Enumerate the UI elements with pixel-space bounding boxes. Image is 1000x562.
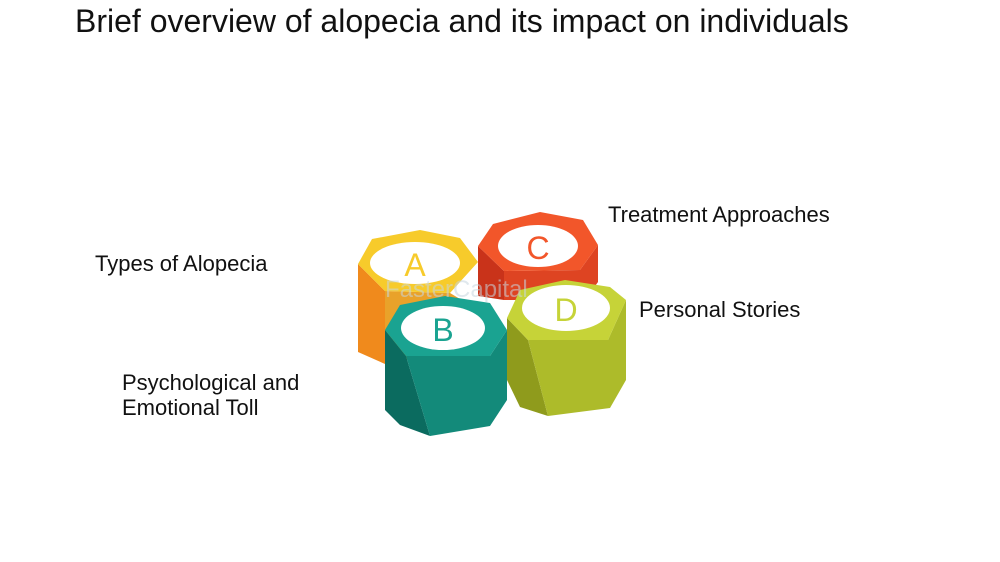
label-b-line-1: Psychological and <box>122 370 300 395</box>
hexagon-c-letter: C <box>526 230 549 266</box>
label-a-line-1: Types of Alopecia <box>95 251 268 276</box>
hexagon-d-badge <box>522 285 610 331</box>
hexagon-a-badge <box>370 242 460 284</box>
hexagon-d: D <box>507 280 626 416</box>
hexagon-d-letter: D <box>554 292 577 328</box>
hexagon-d-left-face <box>507 318 548 416</box>
label-psychological-emotional-toll: Psychological and Emotional Toll <box>122 370 299 420</box>
hexagon-b-left-face <box>385 330 430 436</box>
label-c-line-1: Treatment Approaches <box>608 202 830 227</box>
hexagon-c-left-face <box>478 246 504 300</box>
hexagon-a-letter: A <box>404 247 426 283</box>
label-d-line-1: Personal Stories <box>639 297 801 322</box>
label-b-line-2: Emotional Toll <box>122 395 259 420</box>
label-treatment-approaches: Treatment Approaches <box>608 202 830 227</box>
hexagon-c-badge <box>498 225 578 267</box>
hexagon-b-right-face <box>406 330 507 436</box>
hexagon-b: B <box>385 296 507 436</box>
hexagon-b-letter: B <box>432 312 453 348</box>
hexagon-a-left-face <box>358 264 385 364</box>
watermark-text: FasterCapital <box>385 276 528 303</box>
label-types-of-alopecia: Types of Alopecia <box>95 251 267 276</box>
page-title: Brief overview of alopecia and its impac… <box>75 3 849 39</box>
label-personal-stories: Personal Stories <box>639 297 800 322</box>
hexagon-b-badge <box>401 306 485 350</box>
hexagon-d-right-face <box>528 300 626 416</box>
